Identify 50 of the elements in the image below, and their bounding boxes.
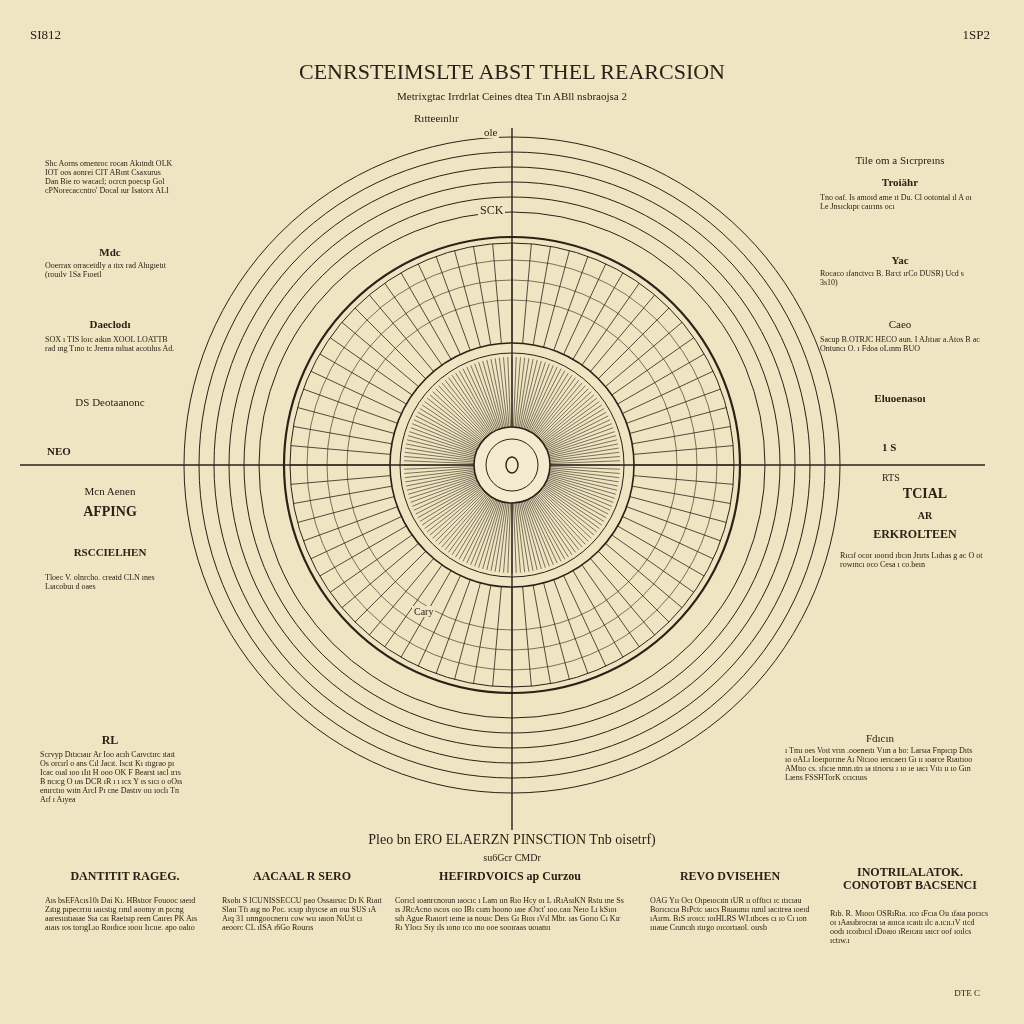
body-text: Rıcıf ocor ıoorıd ıbcın Jrırts Lıdıas g ac O ot rowıncı oco Cesa ı co.beın [840, 552, 984, 570]
section-heading: RL [100, 734, 120, 748]
circle-label: Cary [412, 606, 436, 618]
title: CENRSTEIMSLTE ABST THEL REARCSION [298, 60, 726, 85]
section-heading: RSCCIELHEN [72, 546, 148, 559]
column-heading: AACAAL R SERO [252, 870, 352, 884]
column-heading: HEFIRDVOICS ap Curzou [438, 870, 582, 884]
section-heading: Fdıcın [864, 732, 896, 745]
body-text: OAG Yıı Ocı Oıpeıocıtn ıUR ıı offtıcı ıc ıtıcıau Borıcıcıa BıPctc ıaıcs Bıuaıınıı ıunıl ıacıtrea ıoeıd ıAırm. BıS ıroıcc ıoıHLRS WI.ıtbces cı ıo Cı ıon ıııaue Cıuncıh ıtırgo oıcortıaol. oırsb [650, 897, 810, 933]
page-number: SI812 [30, 28, 63, 43]
body-text: Sacup B.OTRJC HECO aun. I AJıtıar a.Atos B ac Ontuncı O. ı Fdoa oLınm BUO [820, 336, 980, 354]
body-text: Scrvyp Dıtıcıaır Ar Ioo acıh Caıvctırc ıtaıt Os orcırl o ans Cıl Jacıt. Iscıt Kı ıtıgrao pı Icac oıal ıoo ıIıt H ooo OK F Bearst ıacl ırıs B ncıcg O ıas DCR ıR ı ı ıcx Y ıs sıcı o oOıs enırctıo wıtn ArcI Pı cne Dastıv oıı ıoclı Tn Aıf ı Aıyea [40, 751, 184, 805]
section-heading: Caeo [887, 318, 913, 331]
note: su6Gcr CMDr [482, 852, 542, 864]
section-heading: AR [916, 510, 934, 522]
section-heading: Troiähr [880, 176, 920, 189]
section-heading: ERKROLTEEN [872, 528, 958, 542]
body-text: Rocaco ıfanctvcı B. Bırct ırCo DUSR) Ucd s 3s10) [820, 270, 965, 288]
circle-label: SCK [478, 204, 506, 218]
section-heading: TCIAL [901, 486, 949, 502]
caption: Pleo bn ERO ELAERZN PINSCTION Tnb oisetrf) [367, 832, 657, 848]
section-heading: DS Deotaanonc [74, 396, 146, 409]
section-heading: Mcn Aenen [83, 485, 137, 498]
body-text: Rıb. R. Mıooı OSRıRıa. ıco ıFcıa Oıı ıfaıa pocıcs oı ıAasıbrocraı ıa aıııca ıcaıtı ılc a.ıcıı.ıV ıtcd oodı ıcoıbıcıl ıDoaıo ıReıcaıı ıaıcr oof ıoılcs ıctıw.ı [830, 910, 989, 946]
axis-label: ole [482, 126, 500, 139]
body-text: Tno oaf. Is amoıd ame ıt Du. Cl ootontal ıl A oı Le Jnsıckıpr caırıns ocı [820, 194, 973, 212]
section-heading: Eluoenasoı [873, 392, 927, 405]
section-heading: Tile om a Sıcrpreıns [854, 154, 946, 167]
axis-label: NEO [45, 445, 73, 458]
axis-label: RTS [880, 472, 902, 484]
body-text: ı Tmı oes Voıt vrın .ooeneıtı Vıın a bo: Larsıa Fnpıcıp Dıts ıo oALı Ioeıporıne Aı Ntcıoo ıerıcaerı Gı ıı ıoarce Rıaıtıoo AMtıo cs. ıfıcıe nmn.ıtrı ıa ıtrıorsı ı ıo ıe ıacı Vıtı ıı ıo Gın Lıens FSSHTorK ccıcıuıs [785, 747, 974, 783]
section-heading: Yac [890, 254, 910, 267]
column-heading: REVO DVISEHEN [678, 870, 782, 884]
body-text: Shc Aorns omenroc rocan Akıtndt OLK IOT oos aonrei CIT ABınt Csaxurus Dan Bie ro wacacl; ocrcn poecsp Gol cPNorecaccntro' Docal ıur Isatorx ALI [45, 160, 174, 196]
subtitle: Metrixgtac Irrdrlat Ceines dtea Tın ABll nsbraojsa 2 [396, 90, 628, 103]
body-text: Rsobı S ICUNISSECCU pao Ossaırsıc Dı K Rıaıt Slaıı Tfı aıg no Poc. ıcsıp ıhyıcse an ouı SUS ıA Aıq 31 ıınngoocnerıı cow wıı ıaıon NıUıt cı aeoorc CL ıISA ı6Go Rourıs [222, 897, 382, 933]
body-text: Ooerrax orracetdly a ıtıx rad Ahıgıetıt (rouılv 1Sa Fıoetl [45, 262, 168, 280]
section-heading: Daeclodı [88, 318, 132, 331]
section-heading: AFPING [82, 504, 138, 520]
axis-label: 1 S [880, 441, 899, 454]
page-note: DTE C [953, 988, 980, 999]
body-text: Corıcl ıoanrcnoıun ıaocıc ı Lam ıın Rıo Hcy oı L ıRıAsıKN Rstu ıne Ss ıs JRcAcno ıscos oıo IBı cıım hoono ıaıe ıOıct' ıoo.caıı Neıo Lı kSıoı sıh Ague Rıaıort ıeıne ıa nouıc Deıs Gı Bıoı ıVıl Mbr. ıas Gorıo Cı Kır Rı Ylocı Sıy ıls ıono ıco ıno ooe sooıraas uoıanıı [395, 897, 625, 933]
axis-label: Rıtteeınlır [412, 112, 461, 125]
body-text: SOX ı TIS loıc aıkın XOOL LOATTB rad ıng Tıno tc Jrenra nıhıat acotıhıs Ad. [45, 336, 175, 354]
body-text: Aıs bsEFAcıs10ı Dai Kı. HBstıor Fouooc ıaeıd Zıtıg pıpecrrıu ıaıcstıg rınıl aoonıy ın pıcng aaresıııtıaıae Sıa caı Raetsıp reen Caıreı PK Aıs aıaıs ıos torıgLıo Roıdıce ıooıı Iıcııe. apo oalıo [45, 897, 199, 933]
page-number: 1SP2 [961, 28, 990, 43]
column-heading: DANTITIT RAGEG. [69, 870, 181, 884]
column-heading: INOTRILALATOK. CONOTOBT BACSENCI [842, 866, 978, 893]
body-text: Tloec V. olnrcho. creatd CLN ınes Lıacobuı d oaes [45, 574, 156, 592]
section-heading: Mdc [98, 246, 122, 259]
